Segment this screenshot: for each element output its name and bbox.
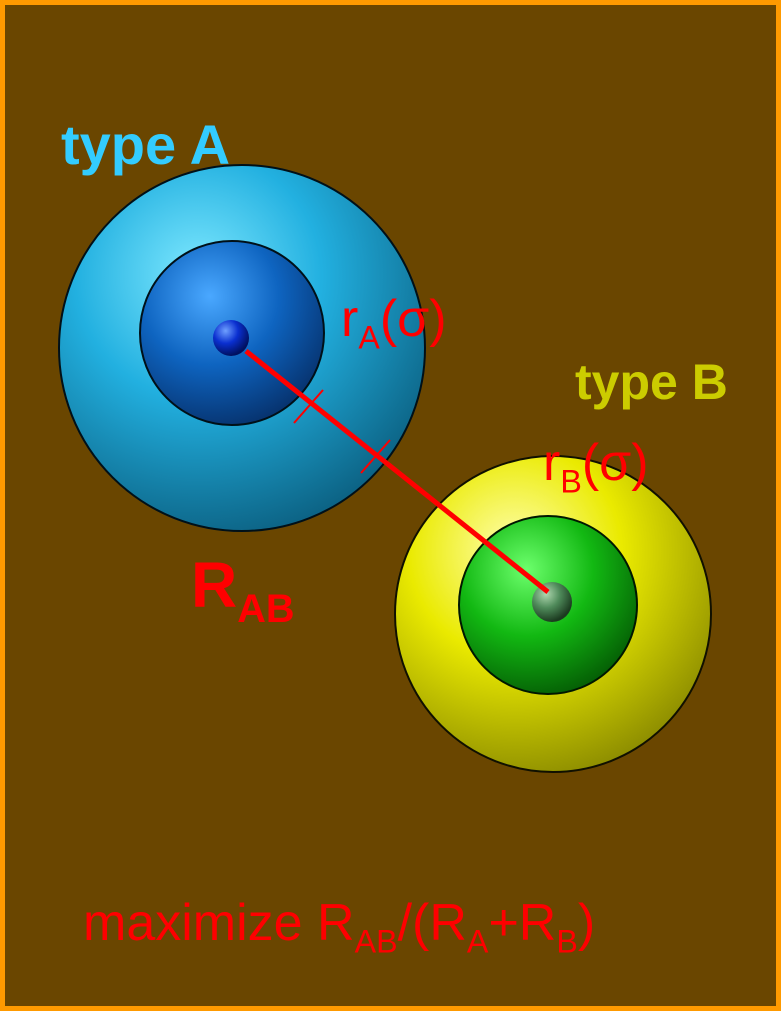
sphere-b-center (532, 582, 572, 622)
sphere-b (394, 455, 712, 773)
radius-b-subscript: B (560, 463, 582, 500)
tick-mark-a (293, 389, 324, 424)
radius-b-label: rB(σ) (543, 437, 649, 497)
type-a-label: type A (61, 113, 231, 176)
formula-sub-a: A (466, 923, 489, 960)
formula-part-3: +R (488, 894, 557, 952)
radius-a-argument: (σ) (379, 290, 447, 348)
formula-part-2: /(R (397, 894, 467, 952)
formula-part-1: maximize R (83, 894, 355, 952)
radius-a-label: rA(σ) (341, 293, 447, 353)
distance-symbol: R (191, 549, 238, 621)
radius-a-subscript: A (358, 319, 380, 356)
formula-part-4: ) (577, 894, 596, 952)
distance-subscript: AB (237, 587, 295, 632)
distance-label: RAB (191, 553, 295, 630)
radius-a-symbol: r (341, 290, 359, 348)
sphere-a-center (213, 320, 249, 356)
radius-b-symbol: r (543, 434, 561, 492)
formula-sub-ab: AB (354, 923, 398, 960)
radius-b-argument: (σ) (581, 434, 649, 492)
objective-formula: maximize RAB/(RA+RB) (83, 897, 595, 957)
diagram-canvas (58, 164, 712, 773)
distance-line (244, 349, 550, 594)
tick-mark-b (360, 439, 391, 474)
type-b-label: type B (575, 354, 728, 410)
formula-sub-b: B (556, 923, 578, 960)
